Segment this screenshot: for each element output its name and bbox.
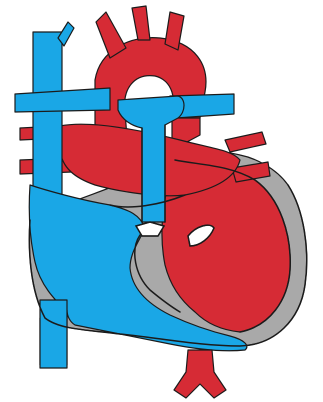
pulmonary-artery-left — [15, 88, 110, 112]
brachiocephalic-artery — [96, 12, 126, 58]
pulmonary-vein-right-upper — [225, 132, 266, 152]
left-carotid-artery — [132, 6, 150, 40]
abdominal-aorta — [174, 350, 226, 398]
inferior-vena-cava — [40, 300, 67, 368]
